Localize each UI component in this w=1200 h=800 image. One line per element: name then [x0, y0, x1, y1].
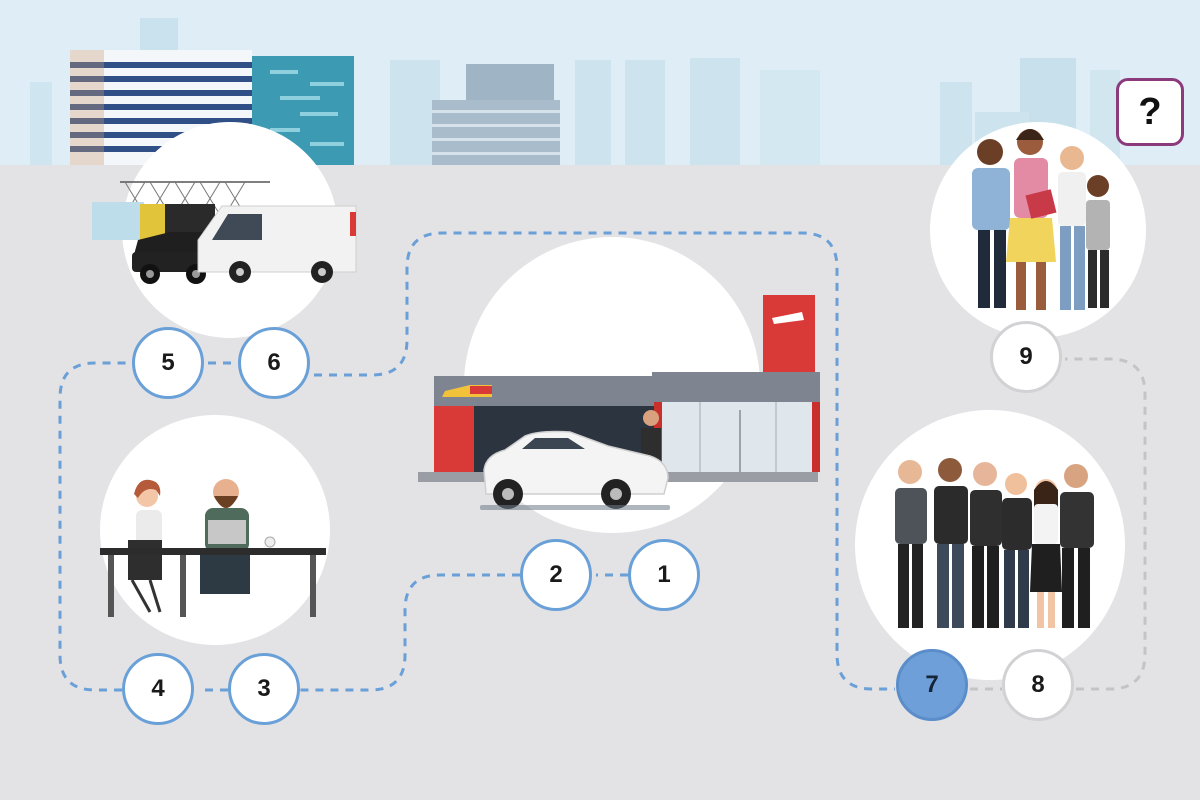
step-4-button[interactable]: 4: [122, 653, 194, 725]
question-icon: ?: [1138, 91, 1161, 134]
step-5-button[interactable]: 5: [132, 327, 204, 399]
step-9-button[interactable]: 9: [990, 321, 1062, 393]
step-7-button[interactable]: 7: [896, 649, 968, 721]
step-3-button[interactable]: 3: [228, 653, 300, 725]
step-2-button[interactable]: 2: [520, 539, 592, 611]
step-1-button[interactable]: 1: [628, 539, 700, 611]
step-6-button[interactable]: 6: [238, 327, 310, 399]
step-8-button[interactable]: 8: [1002, 649, 1074, 721]
path-2-to-3: [300, 575, 520, 690]
help-button[interactable]: ?: [1116, 78, 1184, 146]
